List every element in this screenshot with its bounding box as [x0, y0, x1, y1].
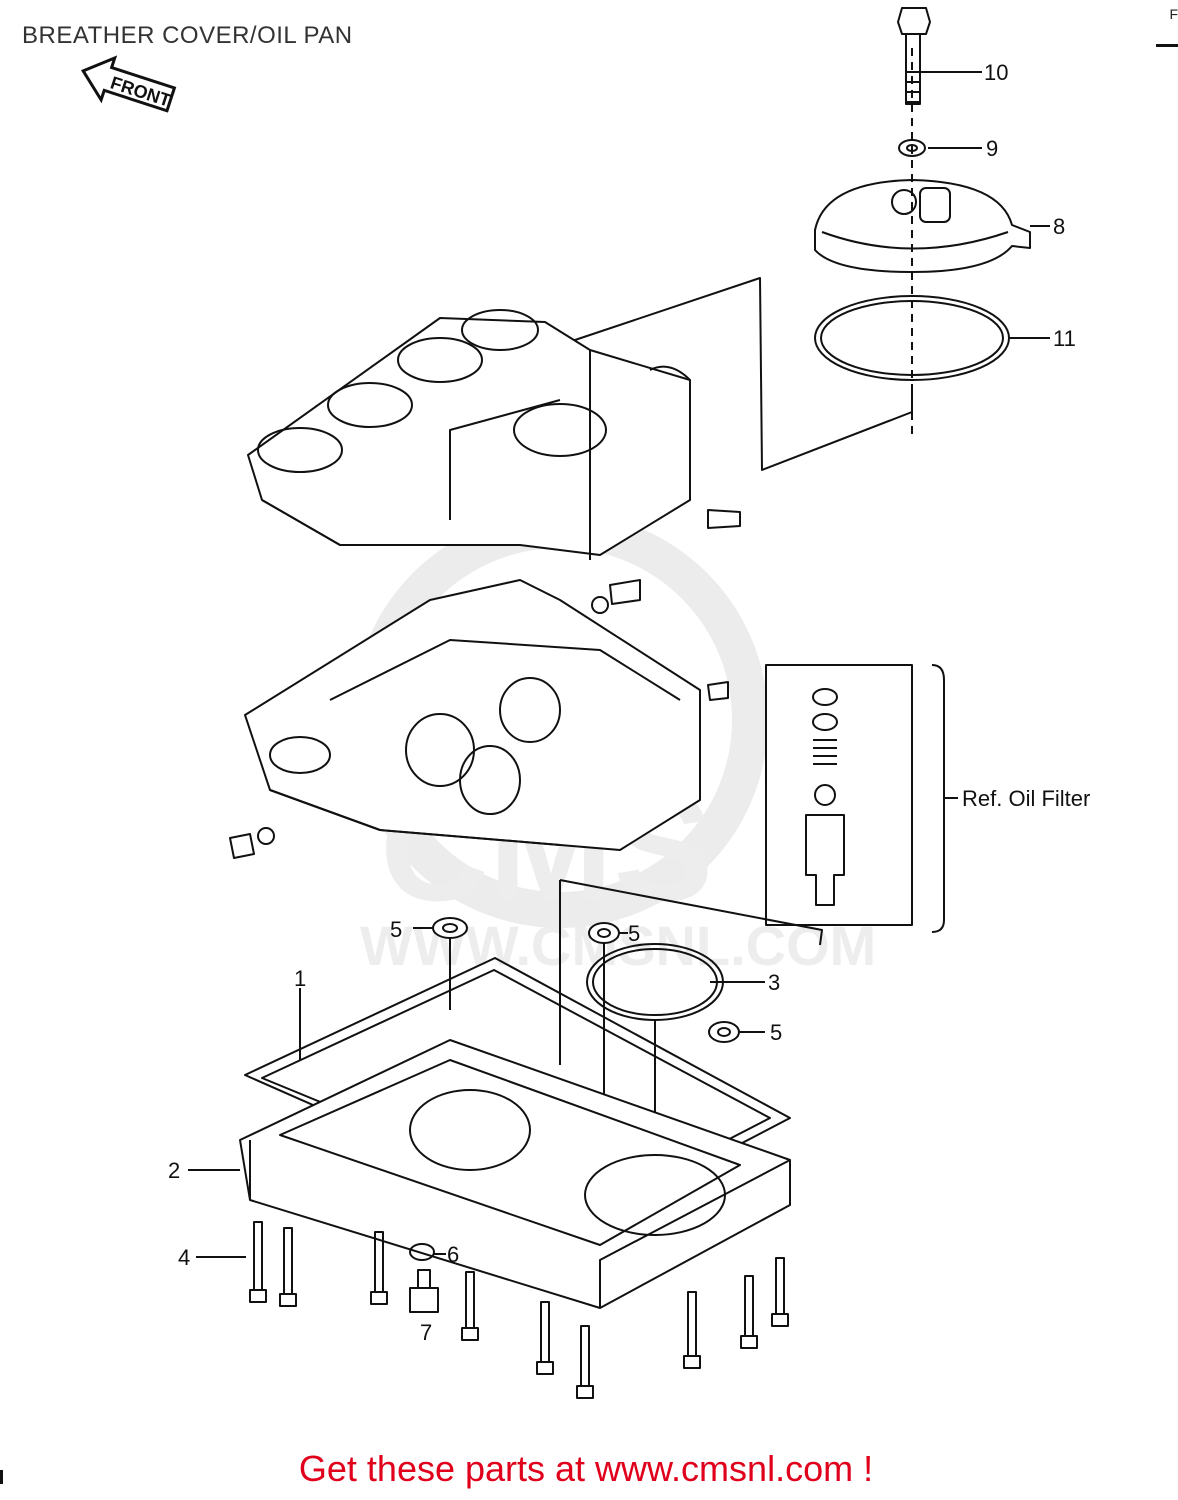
oil-pan	[239, 1039, 791, 1309]
corner-bar	[1156, 44, 1178, 47]
callout-label: 10	[984, 60, 1008, 85]
callout-label: 11	[1053, 326, 1076, 351]
washer-center	[588, 922, 620, 944]
oil-pan-bolts	[249, 1221, 789, 1399]
washer-right	[708, 1021, 740, 1043]
callout-label: 9	[986, 136, 998, 161]
lower-crankcase	[244, 579, 701, 851]
callout-labels: 10 9 8 11 5 5 3 5 1 2 4 6 7 Ref. Oil Fil…	[168, 60, 1090, 1345]
drain-plug	[409, 1269, 439, 1313]
callout-label: 4	[178, 1245, 190, 1270]
breather-o-ring	[814, 295, 1010, 381]
upper-crankcase	[247, 309, 691, 560]
oil-filter-ref-box	[765, 664, 958, 933]
footer-link[interactable]: Get these parts at www.cmsnl.com !	[0, 1448, 1178, 1490]
drain-washer	[409, 1243, 435, 1261]
callout-label: 6	[447, 1242, 459, 1267]
washer-left	[432, 917, 468, 939]
parts-diagram: CMS WWW.CMSNL.COM FRONT	[80, 7, 1090, 1399]
callout-label: 7	[420, 1320, 432, 1345]
callout-label: 1	[294, 966, 306, 991]
diagram-title: BREATHER COVER/OIL PAN	[22, 22, 353, 49]
callout-label: 8	[1053, 214, 1065, 239]
ref-oil-filter-label: Ref. Oil Filter	[962, 786, 1090, 811]
callout-label: 5	[770, 1020, 782, 1045]
callout-label: 2	[168, 1158, 180, 1183]
breather-bolt	[897, 7, 931, 105]
footer-text[interactable]: Get these parts at www.cmsnl.com !	[298, 1448, 874, 1489]
front-arrow-icon: FRONT	[80, 55, 177, 113]
left-edge-tick	[0, 1470, 3, 1484]
breather-cover	[814, 179, 1031, 273]
callout-label: 3	[768, 970, 780, 995]
callout-label: 5	[628, 921, 640, 946]
corner-mark: F	[1169, 6, 1178, 22]
callout-label: 5	[390, 917, 402, 942]
